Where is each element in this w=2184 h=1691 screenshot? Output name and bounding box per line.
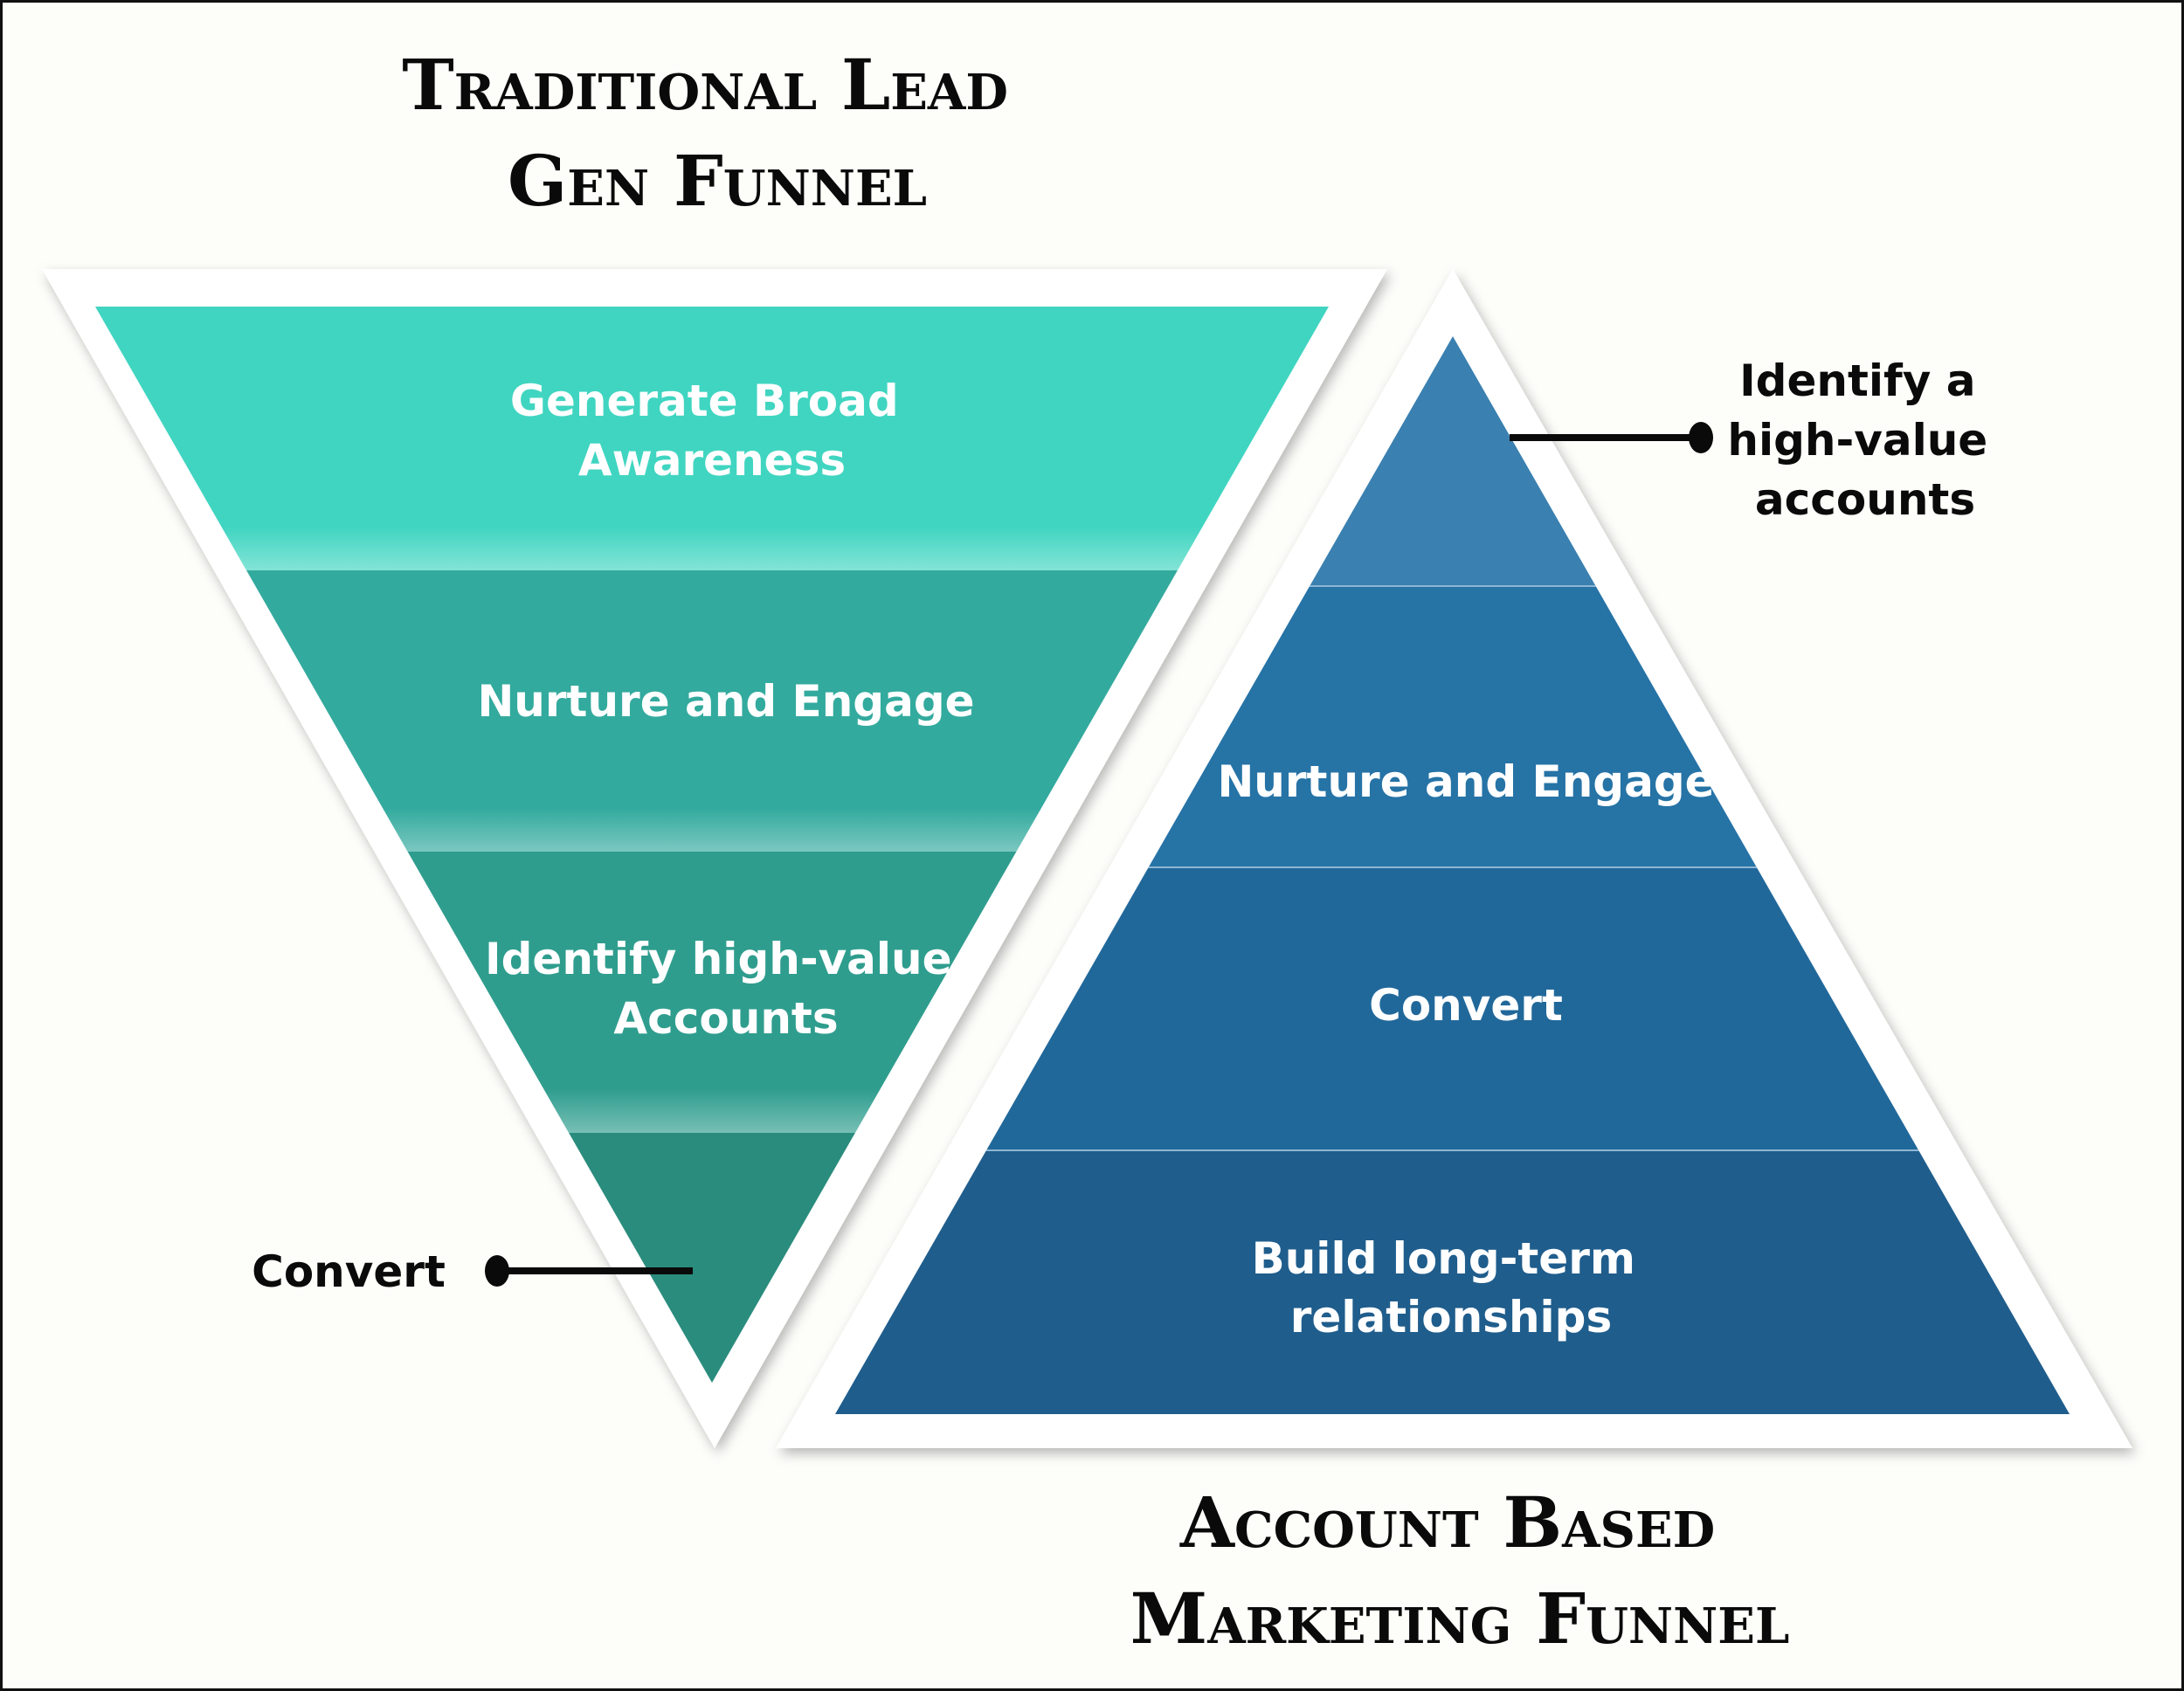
traditional-stage-band-1: [95, 307, 1329, 570]
traditional-stage-label-generate-awareness: Generate Broad Awareness: [510, 376, 914, 486]
convert-callout-dot: [485, 1255, 509, 1287]
abm-stage-band-4: [835, 1150, 2070, 1414]
traditional-stage-label-identify-accounts: Identify high-value Accounts: [485, 934, 967, 1044]
abm-funnel-title: Account Based Marketing Funnel: [1130, 1481, 1790, 1660]
identify-callout-label: Identify a high-value accounts: [1727, 355, 2002, 525]
traditional-stage-label-nurture-engage: Nurture and Engage: [477, 676, 974, 727]
identify-callout-dot: [1689, 422, 1713, 453]
traditional-funnel-title: Traditional Lead Gen Funnel: [402, 44, 1033, 222]
convert-callout-label: Convert: [252, 1246, 446, 1297]
abm-stage-label-convert: Convert: [1369, 980, 1563, 1031]
abm-stage-label-nurture-engage: Nurture and Engage: [1217, 756, 1714, 807]
funnel-diagram: Traditional Lead Gen Funnel Account Base…: [42, 44, 2132, 1660]
band-highlight: [95, 527, 1329, 570]
abm-stage-label-build-relationships: Build long-term relationships: [1252, 1233, 1651, 1342]
